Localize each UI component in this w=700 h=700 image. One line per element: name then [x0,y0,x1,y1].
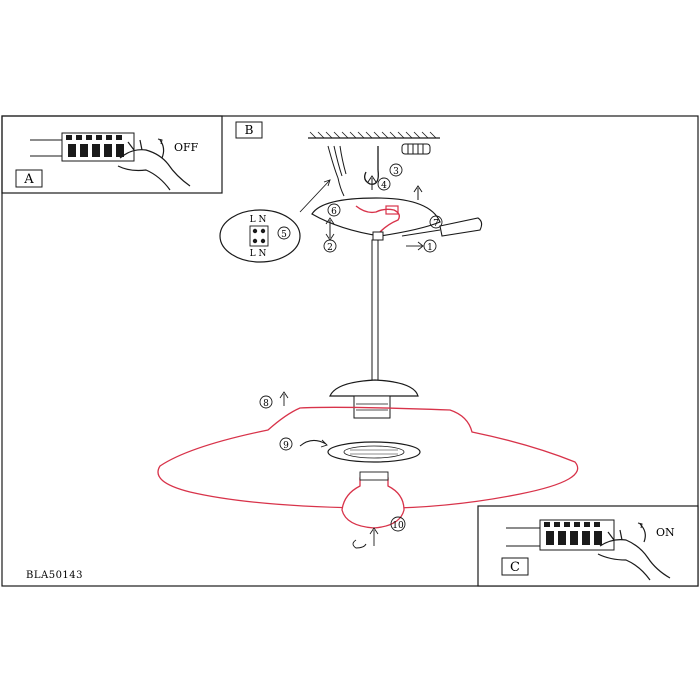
svg-text:7: 7 [433,219,439,229]
suspension-rod [371,239,379,381]
step-5-marker: 5 [281,230,287,240]
step-6-marker: 6 [327,203,341,217]
light-bulb-icon [341,471,405,529]
supply-wires-icon [327,145,347,197]
terminal-detail: L N L N 5 [219,209,301,263]
panel-a-switch-state: OFF [174,141,199,154]
lamp-shade [157,406,579,509]
ring-nut-icon [327,441,421,463]
terminal-top-label: L N [250,215,267,225]
svg-text:10: 10 [392,521,404,531]
pointer-arrow-icon [299,179,331,213]
hand-icon [117,139,191,191]
svg-text:9: 9 [283,441,289,451]
panel-b-label: B [245,123,254,137]
panel-a: OFF A [1,115,223,194]
svg-text:2: 2 [327,243,333,253]
svg-text:3: 3 [393,167,399,177]
panel-b-label-box [235,121,263,139]
outer-frame [1,115,699,587]
screw-icon [401,143,431,155]
terminal-block-icon [539,519,615,551]
panel-c-label-box [501,557,529,576]
hook-icon [364,146,379,185]
step-3-marker: 3 [389,163,403,177]
up-arrow-icon [367,175,423,200]
step-10-marker: 10 [352,516,406,549]
screwdriver-icon [401,217,483,237]
hand-icon [597,529,671,581]
model-code: BLA50143 [26,570,83,581]
rotate-arrow-icon [159,139,165,159]
panel-c-label: C [510,560,520,575]
panel-b: B 3 4 [157,121,579,549]
terminal-block-icon [61,132,135,162]
panel-a-label-box [15,169,43,188]
panel-c-switch-state: ON [656,526,675,539]
lamp-holder-icon [329,379,419,419]
step-4-marker: 4 [377,177,391,191]
step-2-marker: 2 [323,217,337,253]
panel-a-frame [1,115,223,194]
step-9-marker: 9 [279,437,328,451]
svg-text:1: 1 [427,243,433,253]
svg-text:4: 4 [381,181,387,191]
step-8-marker: 8 [259,391,289,409]
svg-text:6: 6 [331,207,337,217]
svg-text:8: 8 [263,399,269,409]
panel-a-label: A [23,172,34,187]
ceiling-icon [308,131,440,139]
step-1-marker: 1 [406,239,437,253]
step-7-marker: 7 [429,215,443,229]
panel-c: ON C [477,505,699,587]
terminal-bottom-label: L N [250,249,267,259]
